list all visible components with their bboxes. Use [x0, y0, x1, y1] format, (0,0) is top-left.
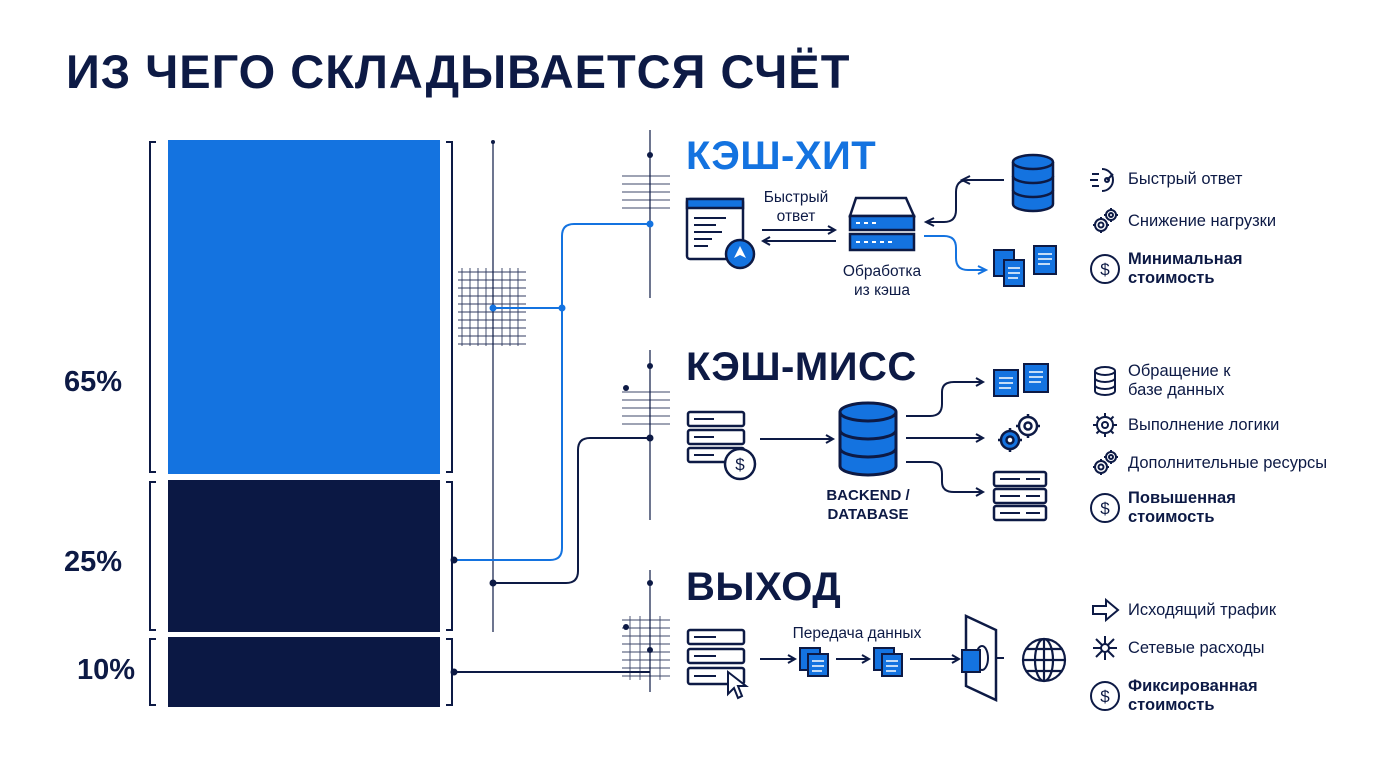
gears-icon	[1088, 204, 1122, 238]
arrow-right-icon	[1088, 593, 1122, 627]
feature-extra-resources: Дополнительные ресурсы	[1088, 446, 1327, 480]
section-heading-miss: КЭШ-МИСС	[686, 345, 917, 389]
feature-logic-execution: Выполнение логики	[1088, 408, 1279, 442]
section-heading-egress: ВЫХОД	[686, 565, 842, 609]
dollar-icon: $	[1088, 679, 1122, 713]
feature-load-reduction: Снижение нагрузки	[1088, 204, 1276, 238]
bracket-left-hit	[149, 141, 156, 473]
gears-logic-icon	[998, 414, 1040, 452]
feature-network-costs: Сетевые расходы	[1088, 631, 1264, 665]
server-rack-icon	[992, 470, 1048, 522]
label-cache-processing: Обработка из кэша	[842, 263, 922, 299]
cache-flow-arrows	[923, 175, 1004, 275]
network-icon	[1088, 631, 1122, 665]
database-icon	[1088, 364, 1122, 398]
speed-icon	[1088, 162, 1122, 196]
connector-hit	[454, 223, 650, 561]
grid-pattern-hit	[622, 175, 670, 209]
double-arrow-icon	[760, 225, 838, 246]
server-cost-icon: $	[686, 410, 757, 481]
gears-icon	[1088, 446, 1122, 480]
bar-segment-hit	[168, 140, 440, 474]
transfer-flow	[760, 647, 962, 677]
bracket-left-miss	[149, 481, 156, 631]
svg-text:$: $	[1100, 499, 1110, 518]
dollar-icon: $	[1088, 491, 1122, 525]
feature-fast-response: Быстрый ответ	[1088, 162, 1242, 196]
bracket-left-egress	[149, 638, 156, 706]
server-cursor-icon	[686, 628, 749, 700]
database-icon-miss	[838, 401, 898, 477]
label-data-transfer: Передача данных	[792, 625, 922, 642]
svg-text:$: $	[1100, 687, 1110, 706]
percent-label-miss: 25%	[64, 546, 123, 578]
arrow-to-db	[760, 434, 836, 444]
grid-pattern-egress	[622, 616, 670, 680]
miss-fanout-arrows	[906, 377, 986, 497]
grid-pattern-miss	[622, 391, 670, 425]
section-heading-hit: КЭШ-ХИТ	[686, 134, 877, 178]
connector-miss	[493, 437, 650, 584]
svg-text:$: $	[735, 455, 745, 474]
dollar-icon: $	[1088, 252, 1122, 286]
percent-label-hit: 65%	[64, 366, 123, 398]
gear-icon	[1088, 408, 1122, 442]
svg-text:$: $	[1100, 260, 1110, 279]
bracket-right-hit	[446, 141, 453, 473]
bar-segment-egress	[168, 637, 440, 707]
documents-icon-hit	[993, 245, 1057, 287]
globe-icon	[1021, 637, 1067, 683]
label-backend-database: BACKEND / DATABASE	[826, 487, 910, 523]
bar-segment-miss	[168, 480, 440, 632]
label-fast-response: Быстрый ответ	[763, 189, 829, 225]
bracket-right-miss	[446, 481, 453, 631]
database-icon-hit	[1011, 153, 1055, 213]
percent-label-egress: 10%	[77, 654, 136, 686]
browser-window-icon	[685, 197, 756, 270]
documents-icon-miss	[993, 363, 1049, 397]
feature-outgoing-traffic: Исходящий трафик	[1088, 593, 1276, 627]
cache-server-icon	[848, 196, 916, 252]
gateway-icon	[961, 614, 1004, 702]
page-title: ИЗ ЧЕГО СКЛАДЫВАЕТСЯ СЧЁТ	[66, 45, 851, 98]
